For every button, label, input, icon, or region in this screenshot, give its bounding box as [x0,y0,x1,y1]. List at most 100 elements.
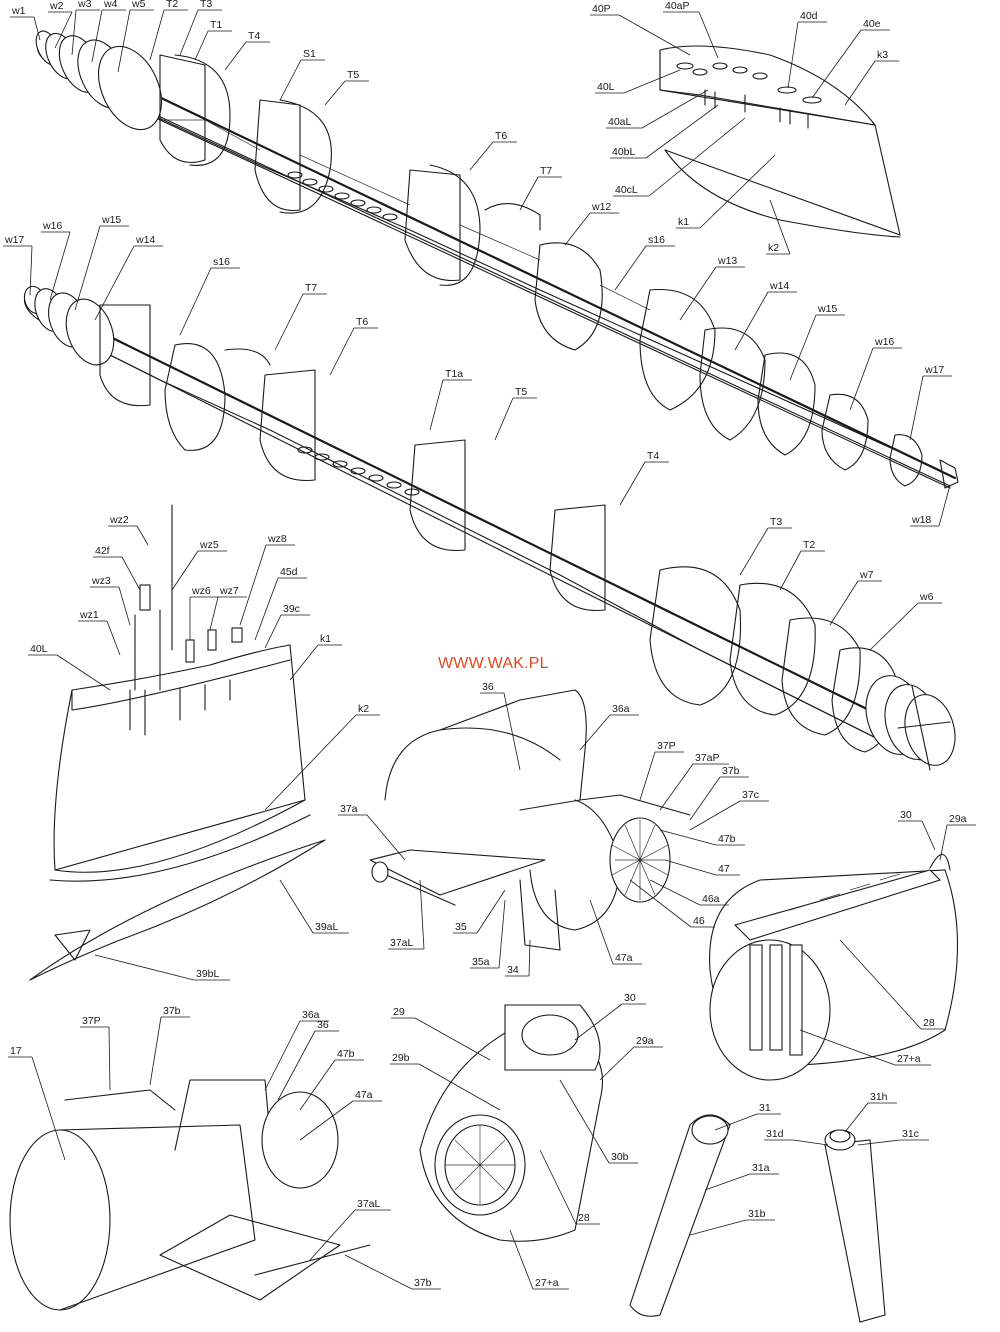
callout-l36: 36 [277,1019,339,1101]
part-label: 39c [283,603,300,615]
callout-leader-line [418,1063,501,1111]
part-label: T1a [445,368,463,380]
callout-b-w7: w7 [829,569,882,626]
publisher-mark: WWW.WAK.PL [438,655,549,672]
part-label: 36a [302,1009,320,1021]
callout-leader-line [179,9,199,56]
callout-leader-line [309,1209,356,1261]
callout-leader-line [264,614,282,649]
callout-l37b2: 37b [344,1254,441,1290]
part-label: wz2 [109,514,129,526]
part-label: 35 [455,921,467,933]
lower-deck-portholes [297,446,420,496]
callout-leader-line [769,199,791,255]
callout-leader-line [179,267,212,336]
callout-r36: 36 [480,681,521,771]
callout-leader-line [239,544,267,626]
part-label: 31b [748,1208,766,1220]
callout-leader-line [679,266,717,321]
part-label: 31c [902,1128,919,1140]
callout-t31c: 31c [857,1128,929,1146]
callout-leader-line [528,939,531,977]
part-label: 37P [82,1015,101,1027]
part-label: 45d [280,566,298,578]
part-label: 40P [592,3,611,15]
part-label: 30 [624,992,636,1004]
callout-m30: 30 [574,992,646,1041]
callout-m27a: 27+a [509,1229,569,1290]
part-label: wz8 [267,533,287,545]
callout-leader-line [344,1254,413,1290]
callout-leader-line [476,889,506,934]
callout-leader-line [414,1017,491,1061]
callout-r37b: 37b [689,765,749,821]
callout-leader-line [419,879,425,950]
callout-leader-line [579,714,611,751]
callout-r37c: 37c [689,789,769,831]
callout-b-t5: T5 [494,386,537,441]
part-label: 40L [30,643,48,655]
callout-b-w14: w14 [94,234,163,321]
callout-m29a: 29a [599,1035,663,1081]
conning-tower-top-view [659,45,901,238]
part-label: T3 [770,516,782,528]
part-label: 37aL [357,1198,381,1210]
part-label: 31a [752,1162,770,1174]
callout-r34: 34 [505,939,531,977]
part-label: 29a [949,813,967,825]
part-label: s16 [213,256,230,268]
callout-w1: w1 [10,5,41,41]
callout-leader-line [171,550,199,591]
lower-hull-framework [23,285,956,771]
callout-r47a: 47a [589,899,642,965]
callout-leader-line [799,1029,896,1066]
callout-c29a: 29a [939,813,976,861]
callout-leader-line [254,577,279,641]
callout-leader-line [539,1149,577,1225]
callout-leader-line [849,347,874,411]
part-label: T2 [803,539,815,551]
part-label: 27+a [535,1277,559,1289]
callout-leader-line [829,580,859,626]
part-label: w17 [4,234,24,246]
callout-leader-line [429,379,444,431]
callout-leader-line [844,60,876,106]
part-label: 27+a [897,1053,921,1065]
callout-leader-line [224,41,247,71]
callout-wz5: wz5 [171,539,227,591]
callout-b-w17: w17 [3,234,33,296]
callout-s-k2: k2 [264,703,380,811]
callout-leader-line [121,556,141,591]
callout-leader-line [94,245,135,321]
callout-leader-line [639,751,656,801]
callout-leader-line [209,596,219,631]
callout-p42f: 42f [93,545,141,591]
part-label: 40d [800,10,818,22]
callout-t6: T6 [469,130,517,171]
callout-b-t4: T4 [619,450,669,506]
part-label: 36 [317,1019,329,1031]
part-label: w17 [924,364,944,376]
callout-t31a: 31a [704,1162,779,1191]
callout-p40p: 40P [590,3,691,56]
callout-m30b: 30b [559,1079,638,1164]
callout-leader-line [659,829,717,846]
part-label: w3 [77,0,92,10]
callout-leader-line [366,814,406,861]
part-label: 47b [718,833,736,845]
callout-b-t1a: T1a [429,368,472,431]
part-label: 42f [95,545,110,557]
part-label: T4 [248,30,260,42]
part-label: w1 [11,5,26,17]
part-label: S1 [303,48,316,60]
callout-leader-line [279,879,314,934]
callout-leader-line [787,21,799,89]
callout-leader-line [289,644,319,681]
callout-p39al: 39aL [279,879,349,934]
callout-leader-line [739,527,769,576]
part-label: 47a [355,1089,373,1101]
callout-r37a: 37a [338,803,406,861]
callout-leader-line [939,824,948,861]
callout-k1: k1 [676,154,776,229]
